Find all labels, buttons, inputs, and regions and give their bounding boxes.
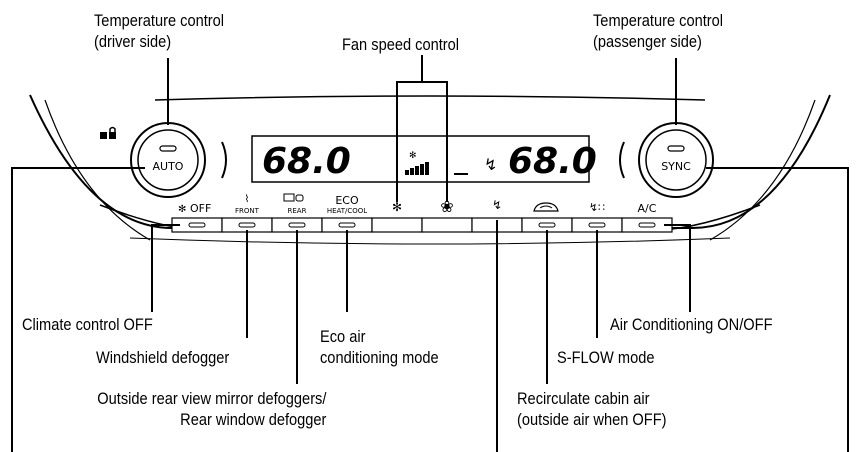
sync-knob[interactable]: SYNC: [639, 123, 713, 197]
callout-eco: Eco air conditioning mode: [320, 326, 439, 368]
callout-fan-speed-text: Fan speed control: [342, 34, 459, 55]
callout-eco-line2: conditioning mode: [320, 347, 439, 368]
callout-rear-defog-line1: Outside rear view mirror defoggers/: [97, 388, 326, 409]
callout-recirculate-line1: Recirculate cabin air: [517, 388, 667, 409]
callout-climate-off-text: Climate control OFF: [22, 314, 153, 335]
callout-sflow-text: S-FLOW mode: [557, 347, 654, 368]
callout-temp-passenger-line2: (passenger side): [593, 31, 723, 52]
sync-bracket: [620, 142, 624, 178]
callout-sflow: S-FLOW mode: [557, 347, 654, 368]
display-temp-left: 68.0: [262, 141, 351, 182]
button-row: [172, 218, 672, 232]
button-fan-up[interactable]: [422, 218, 472, 232]
callout-air-conditioning-text: Air Conditioning ON/OFF: [610, 314, 772, 335]
auto-knob[interactable]: AUTO: [131, 123, 205, 197]
rear-label: REAR: [288, 207, 307, 215]
callout-fan-speed: Fan speed control: [342, 34, 459, 55]
indicator-sflow: [589, 223, 605, 227]
airflow-icon: ↯: [484, 155, 497, 174]
callout-recirculate: Recirculate cabin air (outside air when …: [517, 388, 667, 430]
sync-label: SYNC: [661, 160, 691, 173]
callout-eco-line1: Eco air: [320, 326, 439, 347]
panel-right-edge: [710, 100, 815, 240]
indicator-ac: [639, 223, 655, 227]
leader-climate-off: [152, 225, 180, 312]
callout-temp-driver-line2: (driver side): [94, 31, 224, 52]
defrost-rear-icon: [284, 194, 303, 201]
eco-bottom-label: HEAT/COOL: [327, 207, 367, 215]
auto-bracket: [222, 142, 226, 178]
display-temp-right: 68.0: [508, 141, 597, 182]
panel-inner-bottom: [130, 238, 730, 244]
callout-rear-defog: Outside rear view mirror defoggers/ Rear…: [97, 388, 326, 430]
off-label: OFF: [190, 202, 211, 215]
callout-windshield-text: Windshield defogger: [96, 347, 229, 368]
callout-air-conditioning: Air Conditioning ON/OFF: [610, 314, 772, 335]
fan-down-icon: ✻: [392, 200, 402, 214]
callout-temp-driver: Temperature control (driver side): [94, 10, 224, 52]
panel-top-arc: [155, 96, 705, 100]
fan-small-icon: ✻: [178, 204, 186, 215]
indicator-eco: [339, 223, 355, 227]
lock-icon: [100, 128, 116, 140]
auto-label: AUTO: [153, 160, 184, 173]
ac-label: A/C: [638, 202, 657, 215]
leader-ac: [664, 225, 690, 312]
callout-temp-driver-line1: Temperature control: [94, 10, 224, 31]
sflow-icon: ↯∷: [589, 201, 605, 214]
leader-sync-right: [706, 168, 848, 452]
callout-temp-passenger-line1: Temperature control: [593, 10, 723, 31]
button-fan-down[interactable]: [372, 218, 422, 232]
callout-windshield: Windshield defogger: [96, 347, 229, 368]
eco-top-label: ECO: [335, 194, 359, 207]
indicator-front: [239, 223, 255, 227]
recirculate-icon: [534, 203, 558, 211]
svg-text:✻: ✻: [409, 151, 417, 161]
callout-rear-defog-line2: Rear window defogger: [97, 409, 326, 430]
mode-icon: ↯: [492, 198, 502, 212]
callout-recirculate-line2: (outside air when OFF): [517, 409, 667, 430]
indicator-off: [189, 223, 205, 227]
front-label: FRONT: [235, 207, 260, 215]
callout-temp-passenger: Temperature control (passenger side): [593, 10, 723, 52]
indicator-rear: [289, 223, 305, 227]
defrost-front-icon: ⌇: [245, 194, 250, 205]
indicator-recirculate: [539, 223, 555, 227]
callout-climate-off: Climate control OFF: [22, 314, 153, 335]
